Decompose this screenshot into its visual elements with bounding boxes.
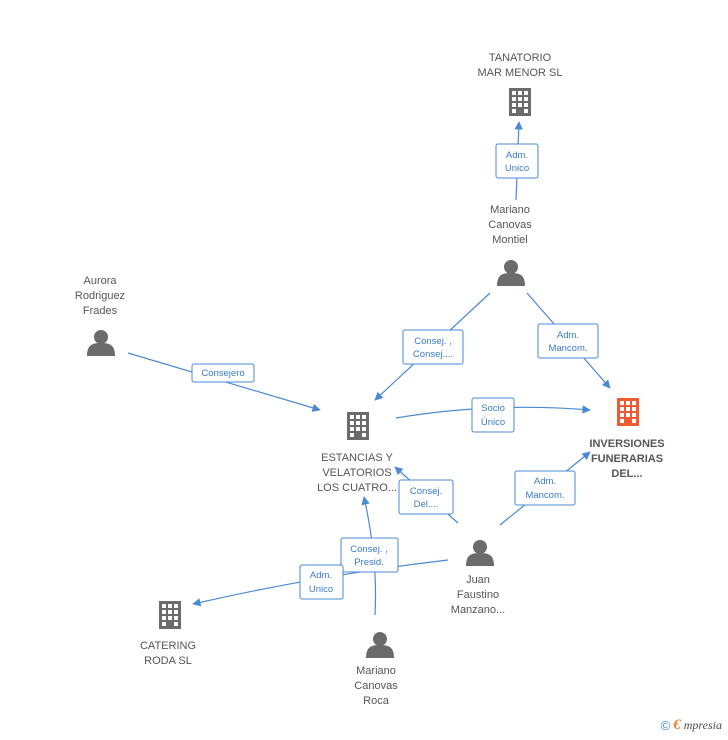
person-icon: [466, 540, 494, 566]
svg-text:Mariano: Mariano: [356, 665, 396, 677]
svg-text:DEL...: DEL...: [611, 468, 642, 480]
svg-text:Mancom.: Mancom.: [525, 490, 564, 501]
svg-text:Mariano: Mariano: [490, 204, 530, 216]
person-icon: [87, 330, 115, 356]
node-catering[interactable]: CATERING RODA SL: [140, 601, 196, 667]
svg-text:Adm.: Adm.: [506, 150, 528, 161]
edge-label-e3: Adm. Mancom.: [537, 323, 599, 359]
svg-text:Manzano...: Manzano...: [451, 604, 505, 616]
svg-text:VELATORIOS: VELATORIOS: [322, 467, 391, 479]
edge-label-e7: Adm. Mancom.: [514, 470, 576, 506]
node-mariano-montiel[interactable]: Mariano Canovas Montiel: [488, 204, 532, 286]
node-aurora[interactable]: Aurora Rodriguez Frades: [75, 275, 125, 356]
node-estancias[interactable]: ESTANCIAS Y VELATORIOS LOS CUATRO...: [317, 412, 397, 494]
building-icon: [159, 601, 181, 629]
svg-text:Consej.: Consej.: [410, 486, 442, 497]
edge-label-e5: Socio Único: [471, 397, 515, 433]
svg-text:Canovas: Canovas: [488, 219, 532, 231]
person-icon: [497, 260, 525, 286]
svg-text:TANATORIO: TANATORIO: [489, 52, 552, 64]
node-juan[interactable]: Juan Faustino Manzano...: [451, 540, 505, 616]
edge-label-e1: Adm. Unico: [495, 143, 539, 179]
edge-label-e2: Consej. , Consej....: [402, 329, 464, 365]
edge-label-e4: Consejero: [191, 363, 255, 383]
svg-text:Canovas: Canovas: [354, 680, 398, 692]
building-icon: [509, 88, 531, 116]
node-inversiones[interactable]: INVERSIONES FUNERARIAS DEL...: [589, 398, 665, 480]
svg-text:INVERSIONES: INVERSIONES: [589, 438, 664, 450]
svg-text:Adm.: Adm.: [534, 476, 556, 487]
edge-label-e9: Adm. Unico: [299, 564, 344, 600]
svg-text:Consej....: Consej....: [413, 349, 453, 360]
svg-text:Adm.: Adm.: [310, 570, 332, 581]
svg-text:Unico: Unico: [309, 584, 333, 595]
svg-text:MAR MENOR SL: MAR MENOR SL: [478, 67, 563, 79]
svg-text:Roca: Roca: [363, 695, 390, 707]
svg-text:Consejero: Consejero: [201, 368, 244, 379]
building-icon: [347, 412, 369, 440]
copyright-icon: ©: [660, 718, 671, 733]
svg-text:LOS CUATRO...: LOS CUATRO...: [317, 482, 397, 494]
svg-text:FUNERARIAS: FUNERARIAS: [591, 453, 663, 465]
empresia-logo[interactable]: © €mpresia: [661, 717, 722, 734]
building-icon: [617, 398, 639, 426]
svg-text:Unico: Unico: [505, 163, 529, 174]
node-tanatorio[interactable]: TANATORIO MAR MENOR SL: [478, 52, 563, 116]
logo-text: mpresia: [683, 718, 722, 732]
svg-text:Adm.: Adm.: [557, 330, 579, 341]
svg-text:Mancom.: Mancom.: [548, 343, 587, 354]
svg-text:RODA SL: RODA SL: [144, 655, 192, 667]
person-icon: [366, 632, 394, 658]
svg-text:Faustino: Faustino: [457, 589, 499, 601]
svg-text:CATERING: CATERING: [140, 640, 196, 652]
edge-label-e6: Consej. Del....: [398, 479, 454, 515]
svg-text:Presid.: Presid.: [354, 557, 384, 568]
logo-initial: €: [673, 717, 681, 733]
svg-text:Del....: Del....: [414, 499, 439, 510]
svg-text:Rodriguez: Rodriguez: [75, 290, 125, 302]
svg-text:Consej. ,: Consej. ,: [414, 336, 452, 347]
node-mariano-roca[interactable]: Mariano Canovas Roca: [354, 632, 398, 707]
svg-text:Frades: Frades: [83, 305, 118, 317]
svg-text:Aurora: Aurora: [83, 275, 117, 287]
svg-text:Montiel: Montiel: [492, 234, 527, 246]
svg-text:Juan: Juan: [466, 574, 490, 586]
svg-text:Único: Único: [481, 417, 505, 428]
svg-text:Consej. ,: Consej. ,: [350, 544, 388, 555]
svg-text:ESTANCIAS Y: ESTANCIAS Y: [321, 452, 393, 464]
edge-label-e8: Consej. , Presid.: [340, 537, 399, 573]
svg-text:Socio: Socio: [481, 403, 505, 414]
